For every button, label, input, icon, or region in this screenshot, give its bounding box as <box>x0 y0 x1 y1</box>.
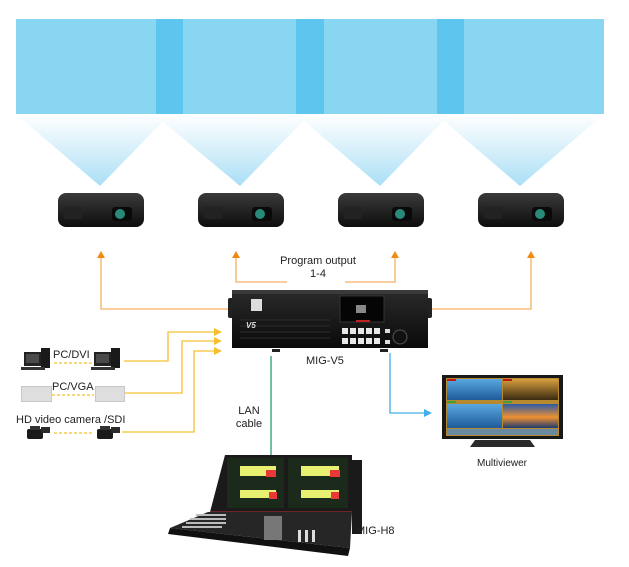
output-line-1 <box>100 255 232 310</box>
processor-label: MIG-V5 <box>306 355 344 367</box>
controller-mig-h8 <box>168 455 362 556</box>
keypad-button <box>374 338 380 344</box>
keypad-button <box>350 328 356 334</box>
keypad-button <box>374 328 380 334</box>
input-arrowheads <box>214 328 222 355</box>
projection-area-1 <box>16 19 156 114</box>
hd-camera-label: HD video camera /SDI <box>16 414 126 426</box>
arrow-up-icon <box>391 251 399 258</box>
beam-1 <box>16 114 170 186</box>
arrow-right-icon <box>214 328 222 336</box>
program-output-lines <box>100 255 532 310</box>
pc-vga-source-a <box>21 386 52 402</box>
program-output-label: Program output 1-4 <box>268 255 368 281</box>
projector-2 <box>198 193 284 227</box>
projector-lens <box>255 209 265 219</box>
overlap-blend-2 <box>296 19 324 114</box>
projector-lens <box>535 209 545 219</box>
lan-label-line2: cable <box>235 418 263 430</box>
pc-dvi-source-a <box>21 348 50 370</box>
projection-beams <box>16 114 604 186</box>
controller-label: MIG-H8 <box>356 525 395 537</box>
input-line-sdi <box>122 350 214 433</box>
multiviewer-line <box>389 353 424 414</box>
arrow-right-icon <box>424 409 432 417</box>
processor-keypad <box>342 328 380 344</box>
output-line-4 <box>426 255 532 310</box>
keypad-button <box>342 338 348 344</box>
keypad-button <box>366 338 372 344</box>
multiviewer-monitor <box>442 375 563 447</box>
output-line-3 <box>345 255 396 283</box>
output-arrowheads <box>97 251 535 258</box>
projector-3 <box>338 193 424 227</box>
lan-label-line1: LAN <box>238 405 260 417</box>
source-dashes <box>52 362 94 434</box>
input-lines <box>122 331 214 433</box>
arrow-right-icon <box>214 337 222 345</box>
input-line-dvi <box>124 331 214 362</box>
multiviewer-label: Multiviewer <box>477 458 528 469</box>
beam-4 <box>436 114 604 186</box>
beam-2 <box>154 114 310 186</box>
arrow-up-icon <box>232 251 240 258</box>
processor-logo <box>251 299 262 311</box>
pc-vga-label: PC/VGA <box>52 381 94 393</box>
keypad-button <box>342 328 348 334</box>
beam-3 <box>296 114 450 186</box>
input-line-vga <box>125 340 214 394</box>
projector-4 <box>478 193 564 227</box>
projection-screen <box>16 19 604 114</box>
arrow-up-icon <box>97 251 105 258</box>
processor-badge: V5 <box>246 321 256 330</box>
projector-lens <box>115 209 125 219</box>
output-line-2 <box>235 255 287 283</box>
overlap-blend-1 <box>156 19 183 114</box>
keypad-button <box>350 338 356 344</box>
program-output-range: 1-4 <box>310 268 326 280</box>
overlap-blend-3 <box>437 19 464 114</box>
camera-source-b <box>97 426 120 439</box>
processor-mig-v5 <box>228 290 432 352</box>
pc-dvi-label: PC/DVI <box>53 349 90 361</box>
camera-source-a <box>27 426 50 439</box>
projector-lens <box>395 209 405 219</box>
program-output-title: Program output <box>280 255 356 267</box>
keypad-button <box>358 338 364 344</box>
pc-dvi-source-b <box>91 348 120 370</box>
keypad-button <box>366 328 372 334</box>
lan-cable-label: LAN cable <box>232 405 266 431</box>
pc-vga-source-b <box>95 386 125 402</box>
projector-1 <box>58 193 144 227</box>
arrow-right-icon <box>214 347 222 355</box>
arrow-up-icon <box>527 251 535 258</box>
keypad-button <box>358 328 364 334</box>
processor-knob <box>392 329 408 345</box>
